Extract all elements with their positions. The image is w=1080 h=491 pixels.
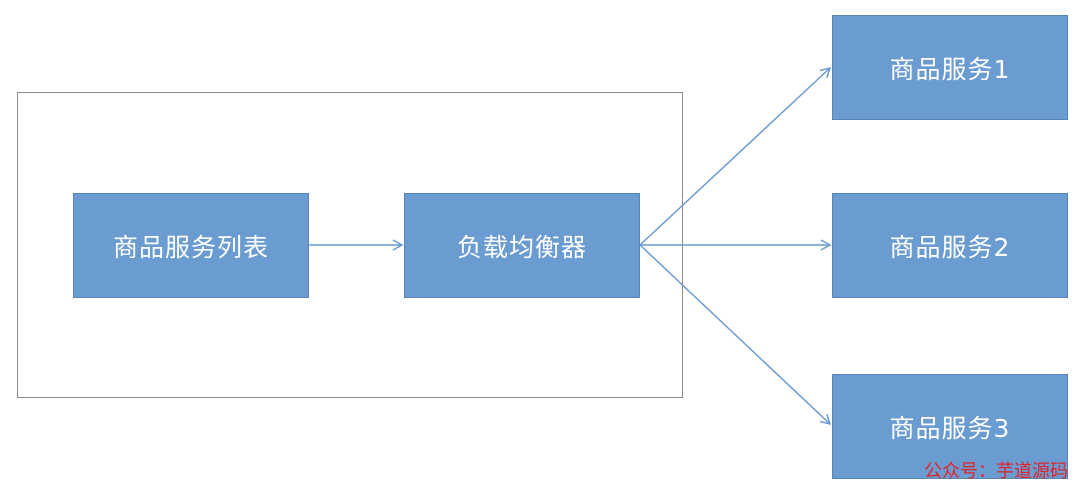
load-balancer-label: 负载均衡器	[456, 232, 587, 262]
service-list-node: 商品服务列表	[73, 193, 309, 298]
service-1-node: 商品服务1	[832, 15, 1068, 120]
service-list-label: 商品服务列表	[112, 232, 269, 262]
watermark-text: 公众号：芋道源码	[924, 461, 1068, 482]
service-3-node: 商品服务3	[832, 374, 1068, 479]
service-1-label: 商品服务1	[889, 54, 1011, 84]
service-2-node: 商品服务2	[832, 193, 1068, 298]
service-3-label: 商品服务3	[889, 413, 1011, 443]
load-balancer-node: 负载均衡器	[404, 193, 640, 298]
service-2-label: 商品服务2	[889, 232, 1011, 262]
